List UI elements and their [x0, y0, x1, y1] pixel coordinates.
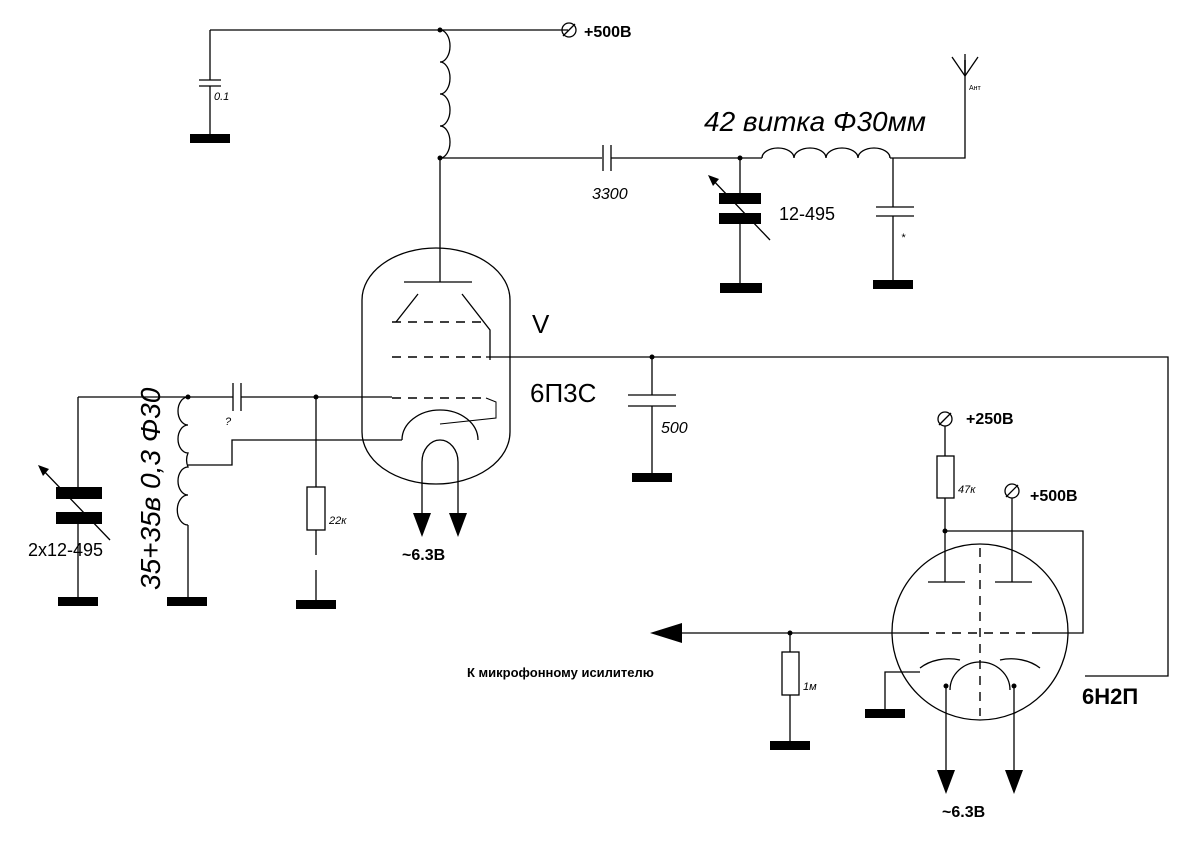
- terminal-500v-top: [561, 22, 577, 38]
- res-47k-label: 47к: [958, 484, 976, 496]
- heater1-label: ~6.3В: [402, 547, 445, 564]
- input-variable-capacitor: [38, 397, 111, 606]
- tube1-type-label: 6П3С: [530, 378, 596, 408]
- cap-3300-label: 3300: [592, 186, 628, 203]
- tank-variable-capacitor: [708, 158, 771, 293]
- coil-left-label: 35+35в 0,3 Φ30: [135, 387, 166, 590]
- tube-6p3s: [361, 247, 511, 537]
- mic-amp-output: [650, 623, 920, 750]
- grid-cap-label: ?: [225, 416, 232, 428]
- cap-01-label: 0.1: [214, 91, 229, 103]
- grid-input-wiring: [78, 383, 392, 609]
- coil-top-label: 42 витка Φ30мм: [704, 106, 926, 137]
- output-coil: [740, 60, 966, 289]
- tube-6n2p: [865, 543, 1069, 794]
- res-1m-label: 1м: [803, 681, 817, 693]
- supply-250-terminal: [936, 411, 1084, 634]
- ground-cap-01: [190, 134, 230, 143]
- tube1-letter-label: V: [532, 309, 550, 339]
- cap-star-label: *: [901, 232, 906, 244]
- var-cap-left-label: 2х12-495: [28, 540, 103, 560]
- top-supply-wiring: [190, 27, 568, 143]
- plate-choke: [437, 29, 451, 161]
- supply-250-label: +250В: [966, 411, 1014, 428]
- input-coil: [167, 396, 402, 606]
- mic-amp-label: К микрофонному исилителю: [467, 665, 654, 680]
- antenna-icon: [951, 54, 979, 77]
- res-22k-label: 22к: [328, 515, 347, 527]
- tube2-type-label: 6Н2П: [1082, 684, 1138, 709]
- supply-top-label: +500В: [584, 24, 632, 41]
- var-cap-tank-label: 12-495: [779, 204, 835, 224]
- antenna-label: Ант: [969, 85, 982, 92]
- cap-500-label: 500: [661, 420, 688, 437]
- plate-coupling: [439, 145, 743, 248]
- supply-500-right-label: +500В: [1030, 488, 1078, 505]
- screen-grid-wiring: [486, 354, 1169, 677]
- heater2-label: ~6.3В: [942, 804, 985, 821]
- terminal-500v-right: [1004, 483, 1020, 582]
